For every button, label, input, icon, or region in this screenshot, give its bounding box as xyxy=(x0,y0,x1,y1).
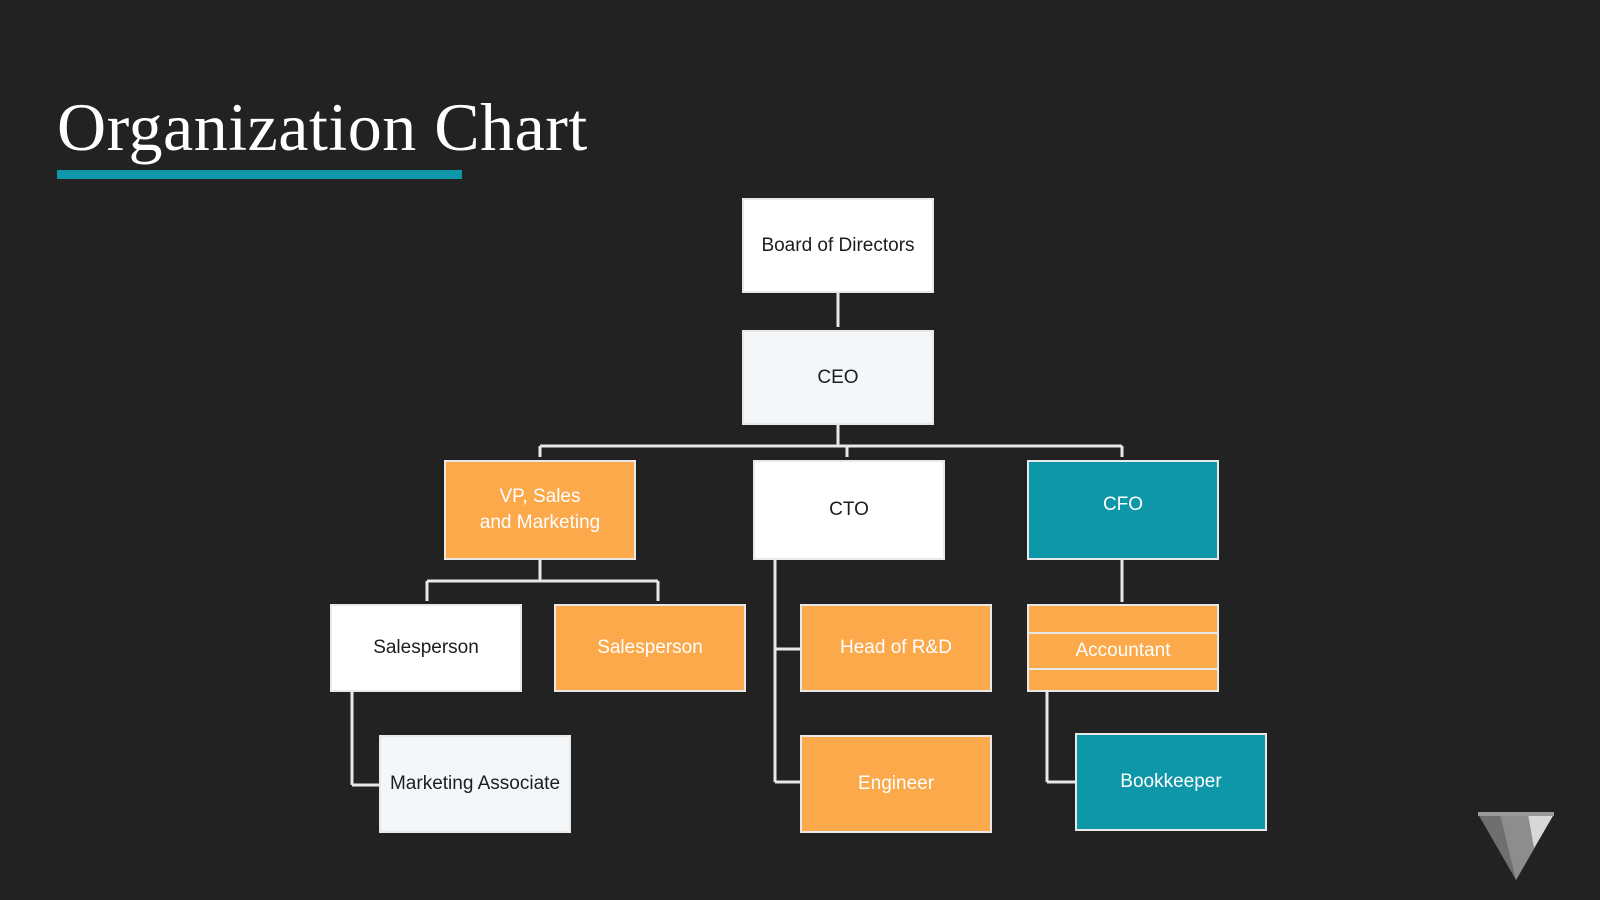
node-ceo[interactable]: CEO xyxy=(742,330,934,425)
node-label: Head of R&D xyxy=(840,637,952,658)
node-label: CFO xyxy=(1102,494,1144,515)
node-board-of-directors[interactable]: Board of Directors xyxy=(742,198,934,293)
node-label: Salesperson xyxy=(373,637,479,658)
node-label: CEO xyxy=(817,366,859,388)
node-engineer[interactable]: Engineer xyxy=(800,735,992,833)
page-title: Organization Chart xyxy=(57,89,588,165)
node-cto[interactable]: CTO xyxy=(753,460,945,560)
node-salesperson-2[interactable]: Salesperson xyxy=(554,604,746,692)
v-logo-watermark xyxy=(1478,812,1554,880)
node-label: Accountant xyxy=(1075,640,1171,661)
node-label: Engineer xyxy=(857,773,935,794)
node-label: Bookkeeper xyxy=(1120,771,1222,792)
title-block: Organization Chart xyxy=(57,86,588,179)
node-label: Marketing Associate xyxy=(389,773,561,794)
node-label: Board of Directors xyxy=(761,234,915,256)
node-vp-sales-and-marketing[interactable]: VP, Sales and Marketing xyxy=(444,460,636,560)
node-label: CTO xyxy=(829,499,869,520)
node-bookkeeper[interactable]: Bookkeeper xyxy=(1075,733,1267,831)
node-accountant[interactable]: Accountant xyxy=(1027,632,1219,670)
title-underline xyxy=(57,170,462,179)
node-head-of-rd[interactable]: Head of R&D xyxy=(800,604,992,692)
node-label: VP, Sales and Marketing xyxy=(479,486,601,533)
node-marketing-associate[interactable]: Marketing Associate xyxy=(379,735,571,833)
node-label: Salesperson xyxy=(597,637,703,658)
node-cfo[interactable]: CFO xyxy=(1027,460,1219,560)
node-salesperson-1[interactable]: Salesperson xyxy=(330,604,522,692)
